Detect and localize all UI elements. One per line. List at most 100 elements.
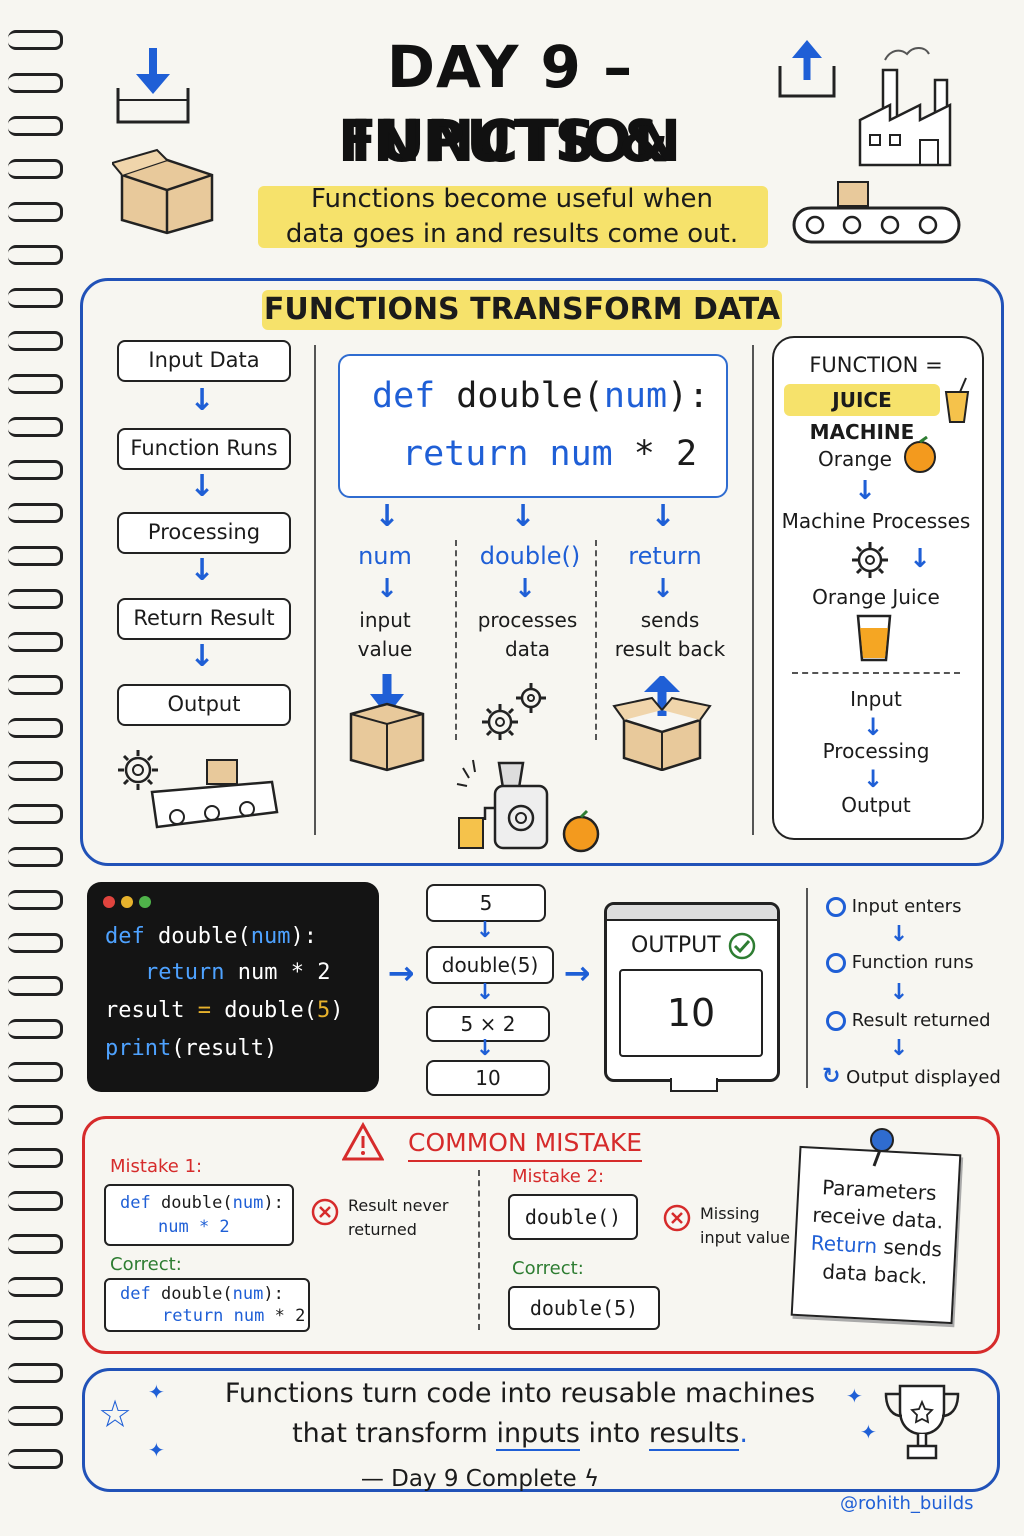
column-divider	[455, 540, 457, 740]
arrow-icon: ↓	[652, 574, 674, 604]
code-text: ):	[290, 924, 317, 949]
flow-input-data: Input Data	[117, 340, 291, 382]
code-function-name: double	[456, 376, 583, 416]
maximize-dot-icon	[139, 896, 151, 908]
download-tray-icon	[116, 48, 190, 124]
spiral-ring	[8, 847, 63, 867]
check-circle-icon	[728, 932, 756, 960]
arrow-icon: ↓	[510, 499, 536, 534]
code-def-keyword: def	[372, 376, 436, 416]
arrow-icon: ↓	[475, 1036, 495, 1061]
footer-text: into	[579, 1418, 649, 1449]
correct-1-code: def double(num): return num * 2	[104, 1278, 310, 1332]
arrow-icon: ↓	[889, 1036, 909, 1061]
col-desc-line: result back	[614, 637, 726, 661]
spiral-ring	[8, 804, 63, 824]
kw-def: def	[120, 1193, 151, 1213]
sparkle-icon: ✦	[860, 1420, 877, 1444]
code-param: num	[232, 1193, 264, 1213]
note-line: Missing	[700, 1204, 760, 1223]
output-monitor: OUTPUT 10	[604, 902, 780, 1082]
spiral-ring	[8, 417, 63, 437]
spiral-ring	[8, 976, 63, 996]
arrow-icon: ↓	[909, 544, 931, 574]
arrow-icon: ↓	[650, 499, 676, 534]
footer-line-2: that transform inputs into results.	[200, 1414, 840, 1454]
return-keyword: Return	[810, 1230, 878, 1259]
sparkle-icon: ✦	[148, 1438, 165, 1462]
circle-icon	[826, 953, 846, 973]
sparkle-icon: ✦	[846, 1384, 863, 1408]
sparkle-icon: ✦	[148, 1380, 165, 1404]
sticky-text: Parameters receive data. Return sends da…	[804, 1172, 950, 1291]
code-text: ):	[263, 1193, 284, 1213]
arrow-icon: ↓	[475, 980, 495, 1005]
upload-tray-icon	[778, 40, 836, 98]
conveyor-belt-icon	[792, 181, 961, 244]
complete-label: — Day 9 Complete	[360, 1466, 577, 1492]
step-label: Input enters	[851, 896, 962, 917]
orange-juice-icon	[856, 614, 892, 662]
correct-1-label: Correct:	[110, 1254, 182, 1275]
flow-function-runs: Function Runs	[117, 428, 291, 470]
arrow-icon: ↓	[374, 499, 400, 534]
mistake-2-label: Mistake 2:	[512, 1166, 605, 1187]
code-line-return: return num * 2	[402, 428, 697, 480]
arrow-icon: ↓	[889, 922, 909, 947]
arrow-icon: ↓	[475, 918, 495, 943]
spiral-ring	[8, 1062, 63, 1082]
monitor-value: 10	[619, 969, 763, 1057]
col-keyword-num: num	[358, 542, 412, 570]
warning-icon	[342, 1122, 384, 1161]
mistake-1-code: def double(num): num * 2	[104, 1184, 294, 1246]
code-param: num	[250, 924, 291, 949]
col-desc-line: input	[359, 608, 411, 632]
flow-arrow-icon: ↓	[189, 469, 215, 504]
arrow-right-icon: →	[563, 954, 591, 992]
trophy-icon	[884, 1384, 960, 1460]
spiral-ring	[8, 374, 63, 394]
spiral-ring	[8, 1105, 63, 1125]
monitor-label: OUTPUT	[631, 933, 721, 958]
code-text: )	[330, 998, 344, 1023]
juice-step-output: Output	[841, 793, 911, 817]
code-terminal: def double(num): return num * 2 result =…	[87, 882, 379, 1092]
orange-icon	[904, 436, 936, 473]
subtitle-highlight	[258, 186, 768, 248]
trace-result: 10	[426, 1060, 550, 1096]
footer-text: that transform	[292, 1418, 497, 1449]
flow-processing: Processing	[117, 512, 291, 554]
kw-def: def	[120, 1284, 151, 1304]
spiral-ring	[8, 1234, 63, 1254]
col-desc-num: input value	[325, 606, 445, 664]
col-desc-line: sends	[640, 608, 700, 632]
flow-arrow-icon: ↓	[189, 553, 215, 588]
spiral-ring	[8, 1449, 63, 1469]
juicer-icon	[456, 759, 600, 853]
juice-glass-icon	[944, 377, 970, 423]
note-text: sends	[876, 1234, 943, 1262]
flow-arrow-icon: ↓	[189, 383, 215, 418]
common-mistake-panel	[82, 1116, 1000, 1354]
circle-icon	[826, 1011, 846, 1031]
mistake-2-note: Missing input value	[700, 1202, 790, 1250]
gear-icon	[852, 542, 888, 578]
spiral-ring	[8, 1191, 63, 1211]
spiral-ring	[8, 1019, 63, 1039]
spiral-ring	[8, 546, 63, 566]
spiral-ring	[8, 116, 63, 136]
close-dot-icon	[103, 896, 115, 908]
juice-result-label: Orange Juice	[812, 585, 940, 609]
code-op: * 2	[633, 434, 698, 474]
code-text: ):	[263, 1284, 284, 1304]
factory-icon	[858, 47, 952, 167]
juice-step-processing: Processing	[822, 739, 930, 763]
code-line-def: def double(num):	[372, 376, 710, 416]
spiral-ring	[8, 1320, 63, 1340]
transform-heading: FUNCTIONS TRANSFORM DATA	[263, 292, 781, 327]
spiral-ring	[8, 718, 63, 738]
author-handle: @rohith_builds	[840, 1493, 974, 1514]
trace-call: double(5)	[426, 946, 554, 984]
arrow-icon: ↓	[514, 574, 536, 604]
note-line: Result never	[348, 1196, 449, 1215]
